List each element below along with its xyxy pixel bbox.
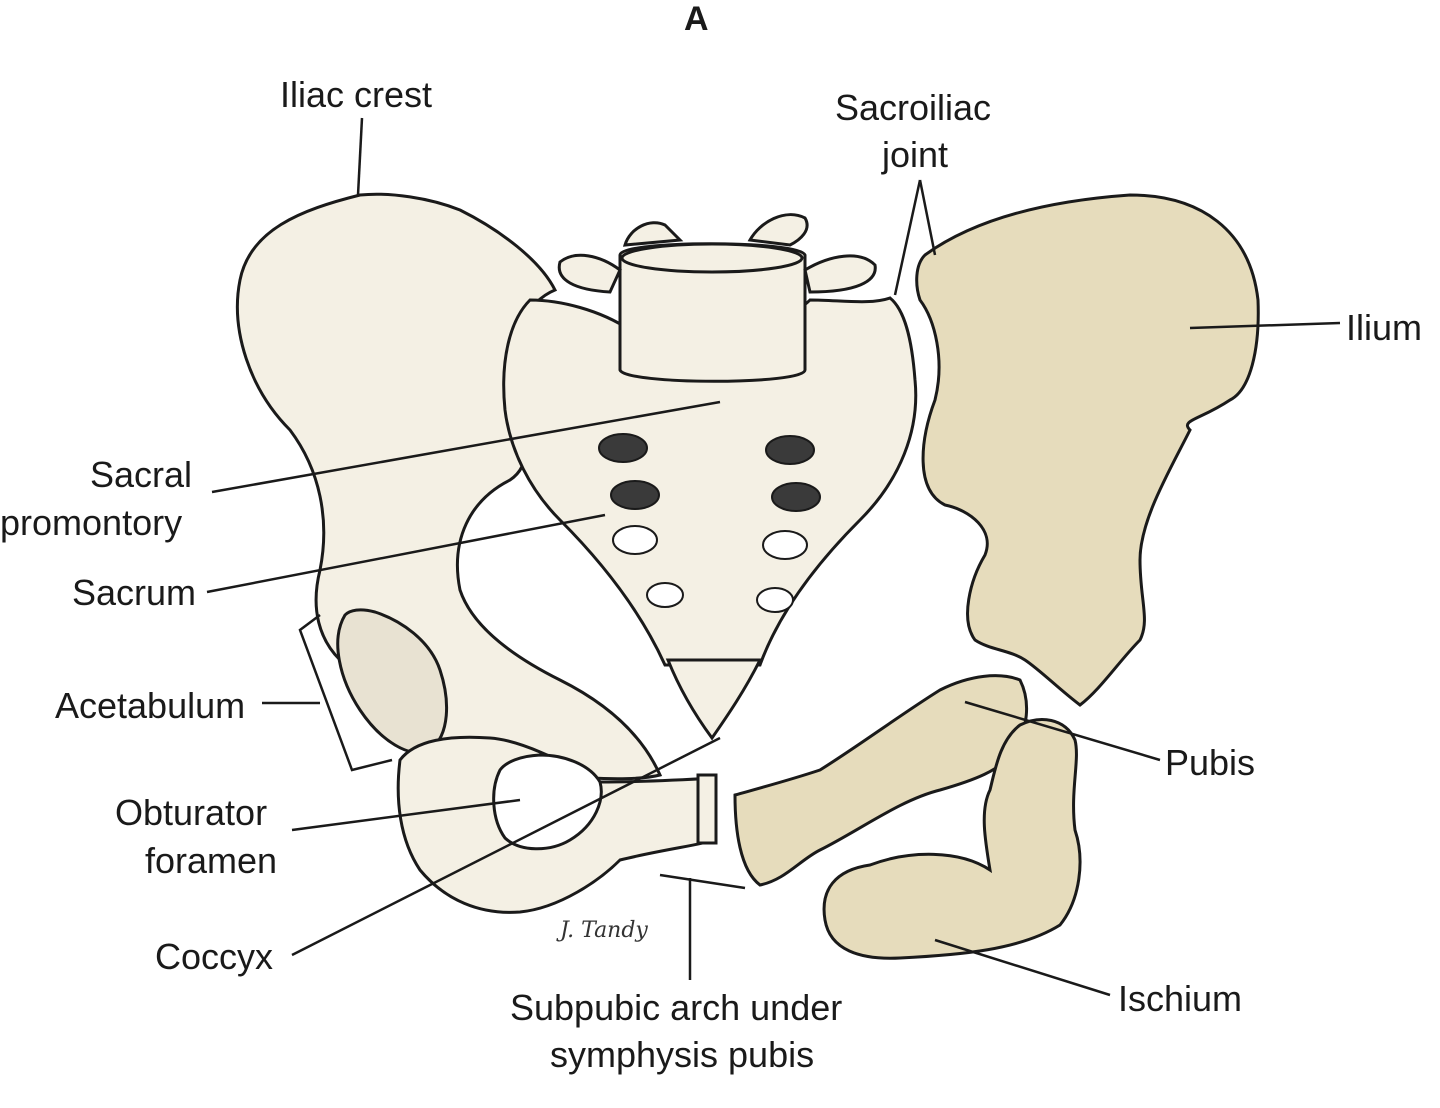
label-sacrum: Sacrum: [72, 572, 197, 613]
spinous-process-left: [622, 221, 684, 247]
sacral-foramina: [598, 433, 821, 613]
panel-letter: A: [684, 0, 709, 38]
right-ilium-shape: [915, 193, 1260, 707]
label-sacroiliac-line2: joint: [882, 134, 949, 175]
label-acetabulum: Acetabulum: [55, 685, 246, 726]
label-ilium: Ilium: [1346, 307, 1423, 348]
vertebra-top: [620, 242, 804, 274]
label-iliac-crest: Iliac crest: [280, 74, 433, 115]
label-sacral-promontory-line2: promontory: [0, 502, 183, 543]
acetabulum-shape: [336, 608, 449, 755]
label-subpubic-line2: symphysis pubis: [550, 1034, 815, 1075]
leader-lines: [206, 117, 1341, 997]
spinous-process-right: [747, 213, 809, 247]
transverse-process-left: [557, 253, 622, 294]
coccyx-shape: [665, 658, 763, 741]
label-obturator-line2: foramen: [145, 840, 278, 881]
label-ischium: Ischium: [1118, 978, 1243, 1019]
label-sacroiliac-line1: Sacroiliac: [835, 87, 992, 128]
symphysis-pad: [696, 773, 718, 845]
artist-signature: J. Tandy: [560, 918, 648, 943]
label-subpubic-line1: Subpubic arch under: [510, 987, 843, 1028]
right-ischium-shape: [822, 718, 1082, 960]
label-sacral-promontory-line1: Sacral: [90, 454, 193, 495]
label-coccyx: Coccyx: [155, 936, 274, 977]
transverse-process-right: [803, 254, 877, 294]
label-pubis: Pubis: [1165, 742, 1256, 783]
label-obturator-line1: Obturator: [115, 792, 268, 833]
obturator-foramen-hole: [492, 753, 603, 851]
